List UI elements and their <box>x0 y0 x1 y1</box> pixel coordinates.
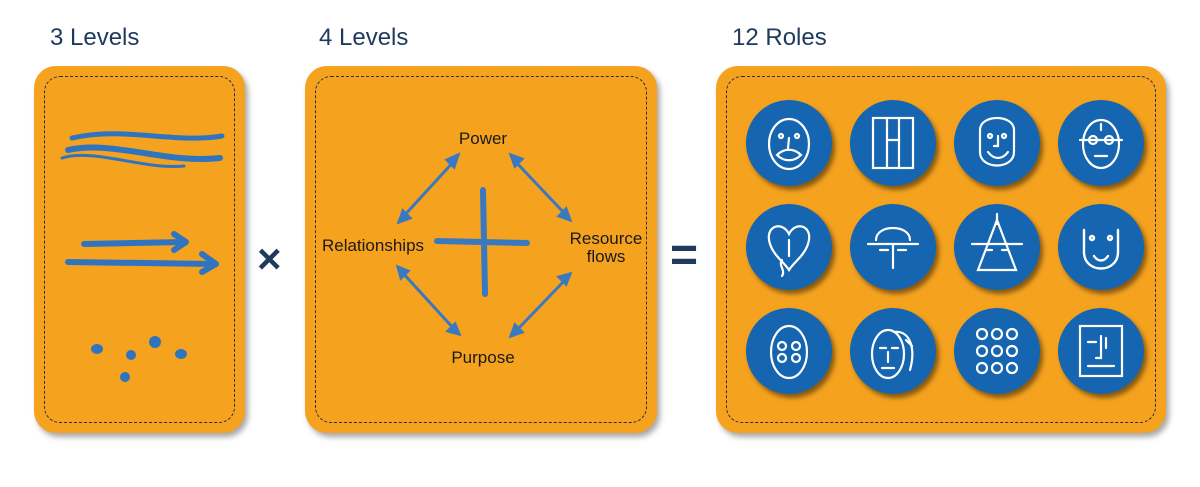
equals-operator: = <box>670 229 699 282</box>
heading-4-levels: 4 Levels <box>319 24 409 51</box>
role-triangle-face-icon <box>954 204 1040 290</box>
flowing-lines-icon <box>60 131 225 168</box>
role-nine-dots-icon <box>954 308 1040 394</box>
role-smiling-face-icon <box>954 100 1040 186</box>
label-resource-flows: Resource flows <box>563 230 649 266</box>
cross-icon <box>434 187 530 297</box>
label-power: Power <box>458 129 508 148</box>
heading-3-levels: 3 Levels <box>50 24 140 51</box>
role-square-face-icon <box>1058 308 1144 394</box>
card-dashed-border <box>44 76 235 423</box>
multiply-operator: × <box>257 235 282 282</box>
level-symbols <box>60 131 225 382</box>
label-purpose: Purpose <box>451 348 515 367</box>
card-dashed-border <box>726 76 1156 423</box>
heading-12-roles: 12 Roles <box>732 24 827 51</box>
arrows-icon <box>65 231 219 275</box>
role-double-face-icon <box>850 308 936 394</box>
dimensions-card: Power Relationships Resource flows Purpo… <box>305 66 657 433</box>
levels-card <box>34 66 245 433</box>
role-heart-face-icon <box>746 204 832 290</box>
card-dashed-border <box>315 76 647 423</box>
role-spectacled-face-icon <box>1058 100 1144 186</box>
double-arrow-icons <box>395 152 573 339</box>
role-dome-face-icon <box>850 204 936 290</box>
dots-icon <box>91 336 187 382</box>
role-oval-eyes-face-icon <box>746 308 832 394</box>
label-relationships: Relationships <box>321 236 425 255</box>
label-resource-line: Resource <box>569 229 643 248</box>
role-u-shape-face-icon <box>1058 204 1144 290</box>
roles-card <box>716 66 1166 433</box>
dimension-diagram <box>395 152 573 339</box>
role-doorway-face-icon <box>850 100 936 186</box>
role-face-mask-mouth-icon <box>746 100 832 186</box>
label-flows-line: flows <box>586 247 626 266</box>
